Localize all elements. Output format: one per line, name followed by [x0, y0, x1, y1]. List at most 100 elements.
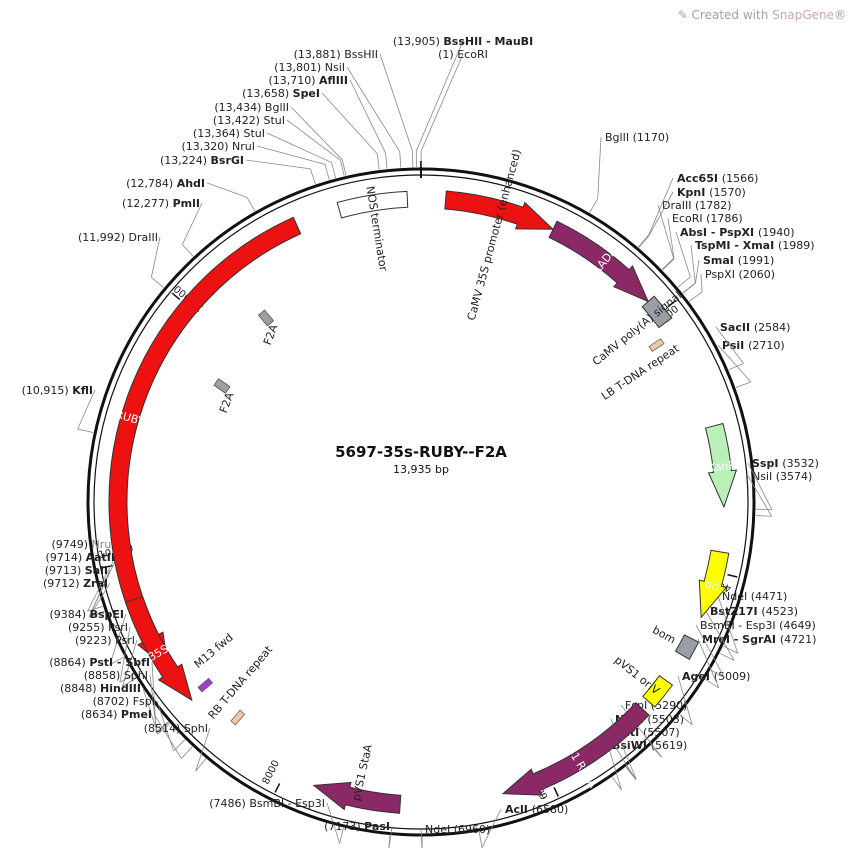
small-feature-mark	[197, 677, 214, 693]
site-number: (5619)	[651, 739, 688, 752]
f2a-label: F2A	[261, 322, 281, 346]
feature-label: KanR	[707, 458, 737, 474]
site-tick	[478, 831, 483, 848]
site-name: NruI	[232, 140, 255, 153]
site-tick	[151, 276, 164, 288]
site-tick	[723, 645, 738, 654]
site-number: (8848)	[60, 682, 100, 695]
feature-label: ori	[704, 577, 721, 593]
site-leader	[182, 202, 203, 245]
site-label: NdeI (6960)	[425, 823, 490, 836]
site-number: (9223)	[75, 634, 115, 647]
site-number: (4649)	[779, 619, 816, 632]
site-tick	[719, 652, 735, 661]
tick-label: 8000	[261, 759, 282, 787]
site-label: (13,434) BglII	[214, 101, 289, 114]
site-tick	[119, 673, 134, 683]
site-name: KflI	[72, 384, 93, 397]
site-name: FspI	[133, 695, 155, 708]
site-label: (9384) BspEI	[50, 608, 125, 621]
feature-nos-terminator	[336, 190, 409, 219]
site-number: (1782)	[695, 199, 732, 212]
site-label: (10,915) KflI	[22, 384, 93, 397]
site-label: (9749) NruI*	[51, 538, 120, 551]
small-feature-mark	[648, 338, 665, 352]
site-name: HindIII	[100, 682, 141, 695]
site-label: (8848) HindIII	[60, 682, 141, 695]
site-label: (13,320) NruI	[181, 140, 255, 153]
site-name: PsrI	[115, 634, 135, 647]
site-leader	[695, 624, 726, 679]
site-tick	[689, 291, 703, 302]
site-label: MreI - SgrAI (4721)	[702, 633, 816, 646]
site-label: PsiI (2710)	[722, 339, 785, 352]
site-number: (1991)	[738, 254, 775, 267]
site-number: (5009)	[714, 670, 751, 683]
snapgene-logo-icon: ✎	[677, 8, 692, 22]
site-leader	[388, 825, 393, 848]
site-name: BglII	[605, 131, 633, 144]
site-number: (1989)	[778, 239, 815, 252]
site-name: AflIII	[319, 74, 348, 87]
site-name: KpnI	[677, 186, 709, 199]
feature-ruby	[108, 216, 302, 671]
site-label: KpnI (1570)	[677, 186, 746, 199]
site-number: (2584)	[754, 321, 791, 334]
site-tick	[87, 605, 103, 612]
site-name: NsiI	[325, 61, 345, 74]
site-number: (4471)	[751, 590, 788, 603]
site-tick	[109, 656, 125, 665]
site-label: (9713) SalI	[45, 564, 108, 577]
site-name: SacII	[720, 321, 754, 334]
site-name: PsrI	[108, 621, 128, 634]
site-label: (7173) PasI	[324, 820, 390, 833]
site-tick	[77, 428, 94, 433]
site-number: (8864)	[49, 656, 89, 669]
site-leader	[119, 626, 131, 683]
site-leader	[690, 244, 696, 283]
site-leader	[256, 145, 326, 165]
site-name: AhdI	[177, 177, 205, 190]
feature-pvs1-oriv	[642, 674, 674, 708]
site-label: (9223) PsrI	[75, 634, 135, 647]
site-number: (3574)	[776, 470, 813, 483]
site-leader	[150, 236, 161, 278]
site-name: PsiI	[722, 339, 748, 352]
site-tick	[376, 153, 380, 170]
site-name: SphI	[184, 722, 208, 735]
site-number: (1570)	[709, 186, 746, 199]
site-label: (8514) SphI	[144, 722, 208, 735]
site-leader	[379, 53, 413, 152]
site-tick	[638, 234, 650, 248]
site-label: (8864) PstI - SbfI	[49, 656, 150, 669]
site-tick	[677, 276, 691, 288]
site-leader	[122, 639, 138, 687]
site-number: (13,422)	[213, 114, 264, 127]
site-leader	[747, 462, 773, 510]
site-leader	[648, 191, 674, 236]
site-label: EcoRI (1786)	[672, 212, 743, 225]
site-name: DraIII	[129, 231, 158, 244]
site-tick	[662, 258, 675, 271]
site-name: SpeI	[293, 87, 320, 100]
site-number: (9713)	[45, 564, 85, 577]
site-number: (13,320)	[181, 140, 232, 153]
f2a-label: F2A	[217, 390, 237, 414]
site-label: SacII (2584)	[720, 321, 790, 334]
site-tick	[89, 611, 105, 618]
site-tick	[181, 746, 193, 759]
site-leader	[667, 217, 675, 259]
site-tick	[341, 159, 347, 176]
site-tick	[728, 363, 744, 371]
site-leader	[420, 53, 464, 152]
site-leader	[149, 674, 158, 734]
site-number: (13,364)	[193, 127, 244, 140]
site-leader	[156, 700, 175, 752]
site-name: Acc65I	[677, 172, 722, 185]
site-leader	[677, 675, 693, 725]
site-number: (1)	[438, 48, 457, 61]
site-tick	[122, 677, 137, 687]
tick-mark	[171, 292, 181, 301]
site-label: NsiI (3574)	[752, 470, 812, 483]
site-tick	[195, 758, 207, 772]
